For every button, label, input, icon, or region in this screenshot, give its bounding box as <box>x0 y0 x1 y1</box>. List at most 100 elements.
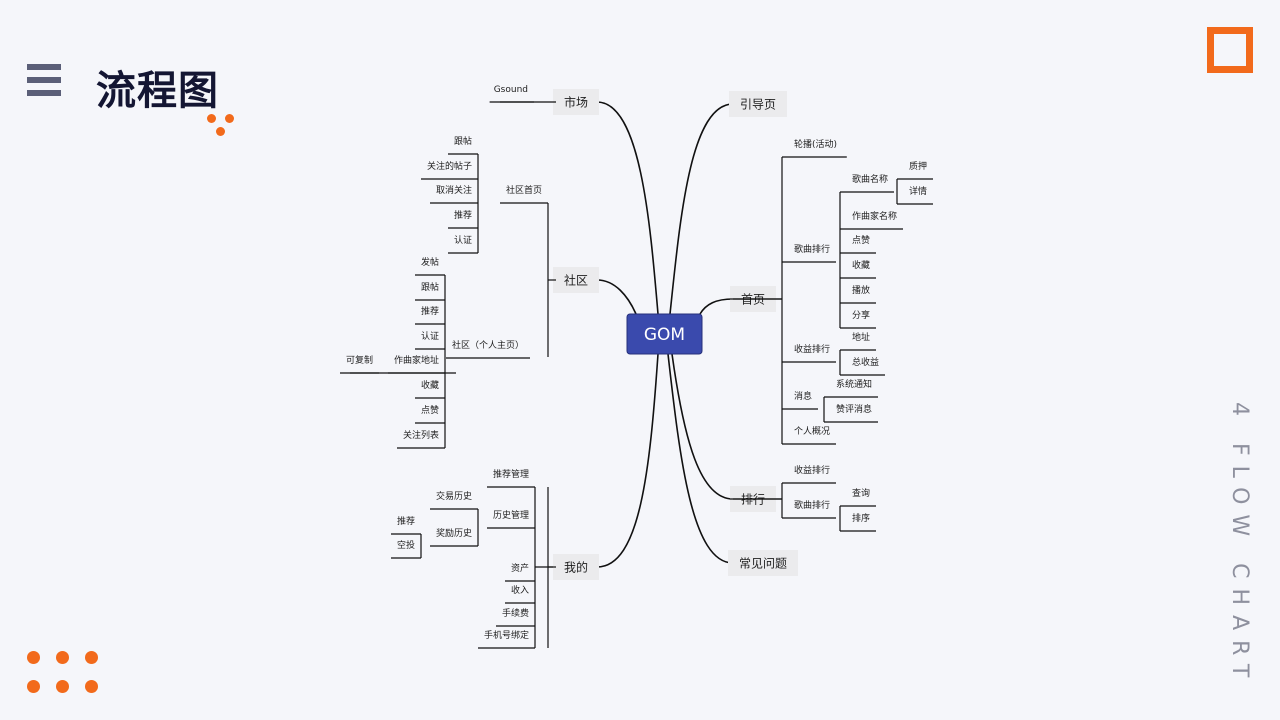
node-label: 推荐 <box>397 515 415 527</box>
node-label: 收入 <box>511 584 529 596</box>
node-label: 可复制 <box>346 354 373 366</box>
node-label: 赞评消息 <box>836 403 872 415</box>
node-label: 交易历史 <box>436 490 472 502</box>
node-fees[interactable]: 手续费 <box>496 607 535 627</box>
node-assets[interactable]: 资产 <box>505 562 535 582</box>
node-rec_mgmt[interactable]: 推荐管理 <box>487 468 535 488</box>
node-comm_home[interactable]: 社区首页 <box>500 184 548 204</box>
node-label: 推荐管理 <box>493 468 529 480</box>
node-mine[interactable]: 我的 <box>553 554 599 580</box>
node-rh_recommend[interactable]: 推荐 <box>391 515 421 535</box>
node-cp_post[interactable]: 发帖 <box>415 256 445 276</box>
node-ch_follow_post[interactable]: 跟帖 <box>448 135 478 155</box>
node-cp_recommend[interactable]: 推荐 <box>415 305 445 325</box>
link-home <box>699 298 734 315</box>
node-sr_share[interactable]: 分享 <box>840 309 876 329</box>
node-rk_income_rank[interactable]: 收益排行 <box>782 464 836 484</box>
node-pledge[interactable]: 质押 <box>897 160 933 180</box>
node-label: 分享 <box>852 309 870 321</box>
node-rh_airdrop[interactable]: 空投 <box>391 539 421 559</box>
node-personal_overview[interactable]: 个人概况 <box>782 425 836 445</box>
orange-square-decoration <box>1207 27 1253 73</box>
node-cp_like[interactable]: 点赞 <box>415 404 445 424</box>
node-label: 收藏 <box>852 259 870 271</box>
link-guide <box>669 103 734 315</box>
node-market[interactable]: 市场 <box>553 89 599 115</box>
node-label: 奖励历史 <box>436 527 472 539</box>
node-cp_copyable[interactable]: 可复制 <box>340 354 379 374</box>
node-banner[interactable]: 轮播(活动) <box>782 138 847 158</box>
node-ch_unfollow[interactable]: 取消关注 <box>430 184 478 204</box>
node-hist_mgmt[interactable]: 历史管理 <box>487 509 535 529</box>
side-caption: 4 FLOW CHART <box>1227 402 1252 688</box>
node-label: 消息 <box>794 390 812 402</box>
page-title: 流程图 <box>96 68 219 114</box>
node-label: 作曲家地址 <box>394 354 439 366</box>
node-ir_total[interactable]: 总收益 <box>840 356 885 376</box>
node-label: 查询 <box>852 487 870 499</box>
node-trade_hist[interactable]: 交易历史 <box>430 490 478 510</box>
node-song_name[interactable]: 歌曲名称 <box>840 173 894 193</box>
node-comm_personal[interactable]: 社区（个人主页） <box>446 339 530 359</box>
node-faq[interactable]: 常见问题 <box>728 550 798 576</box>
link-ranking <box>671 353 734 500</box>
mind-map-links <box>596 101 734 568</box>
node-label: 总收益 <box>852 356 879 368</box>
node-label: 个人概况 <box>794 425 830 437</box>
node-reward_hist[interactable]: 奖励历史 <box>430 527 478 547</box>
node-rk_query[interactable]: 查询 <box>840 487 876 507</box>
node-cp_collect[interactable]: 收藏 <box>415 379 445 399</box>
node-ch_posts_followed[interactable]: 关注的帖子 <box>421 160 478 180</box>
node-label: 关注的帖子 <box>427 160 472 172</box>
node-details[interactable]: 详情 <box>897 185 933 205</box>
node-phone_bind[interactable]: 手机号绑定 <box>478 629 535 649</box>
node-label: 作曲家名称 <box>852 210 897 222</box>
node-label: 引导页 <box>740 98 776 112</box>
node-label: 关注列表 <box>403 429 439 441</box>
hamburger-menu-icon[interactable] <box>27 64 61 108</box>
node-label: 空投 <box>397 539 415 551</box>
node-label: 社区（个人主页） <box>452 339 524 351</box>
root-node[interactable]: GOM <box>626 313 703 355</box>
node-label: 系统通知 <box>836 378 872 390</box>
node-income_rank[interactable]: 收益排行 <box>782 343 836 363</box>
node-label: 取消关注 <box>436 184 472 196</box>
node-song_rank[interactable]: 歌曲排行 <box>782 243 836 263</box>
node-rk_sort[interactable]: 排序 <box>840 512 876 532</box>
link-market <box>596 101 659 315</box>
node-label: 歌曲排行 <box>794 243 830 255</box>
connectors <box>350 101 782 648</box>
node-label: 资产 <box>511 562 529 574</box>
node-guide[interactable]: 引导页 <box>729 91 787 117</box>
node-ch_verify[interactable]: 认证 <box>448 234 478 254</box>
node-like_msg[interactable]: 赞评消息 <box>824 403 878 423</box>
node-gsound[interactable]: Gsound <box>489 85 534 103</box>
node-label: 地址 <box>852 331 870 343</box>
node-sr_like[interactable]: 点赞 <box>840 234 876 254</box>
node-label: Gsound <box>494 85 528 95</box>
node-label: 质押 <box>909 160 927 172</box>
link-community <box>596 279 637 315</box>
node-sys_notice[interactable]: 系统通知 <box>824 378 878 398</box>
corner-dots-decoration <box>27 651 101 695</box>
node-messages[interactable]: 消息 <box>782 390 818 410</box>
node-sr_play[interactable]: 播放 <box>840 284 876 304</box>
node-sr_collect[interactable]: 收藏 <box>840 259 876 279</box>
node-rk_song_rank[interactable]: 歌曲排行 <box>782 499 836 519</box>
node-label: 排序 <box>852 512 870 524</box>
node-cp_verify[interactable]: 认证 <box>415 330 445 350</box>
node-label: 手续费 <box>502 607 529 619</box>
node-cp_follow_list[interactable]: 关注列表 <box>397 429 445 449</box>
node-label: 社区首页 <box>506 184 542 196</box>
node-cp_composer_addr[interactable]: 作曲家地址 <box>388 354 445 374</box>
node-cp_follow_post[interactable]: 跟帖 <box>415 281 445 301</box>
node-community[interactable]: 社区 <box>553 267 599 293</box>
node-income[interactable]: 收入 <box>505 584 535 604</box>
node-ir_address[interactable]: 地址 <box>840 331 876 351</box>
node-ch_recommend[interactable]: 推荐 <box>448 209 478 229</box>
node-label: 认证 <box>421 330 439 342</box>
node-label: 社区 <box>564 273 588 288</box>
node-composer_name[interactable]: 作曲家名称 <box>840 210 903 230</box>
node-label: 我的 <box>564 560 588 575</box>
